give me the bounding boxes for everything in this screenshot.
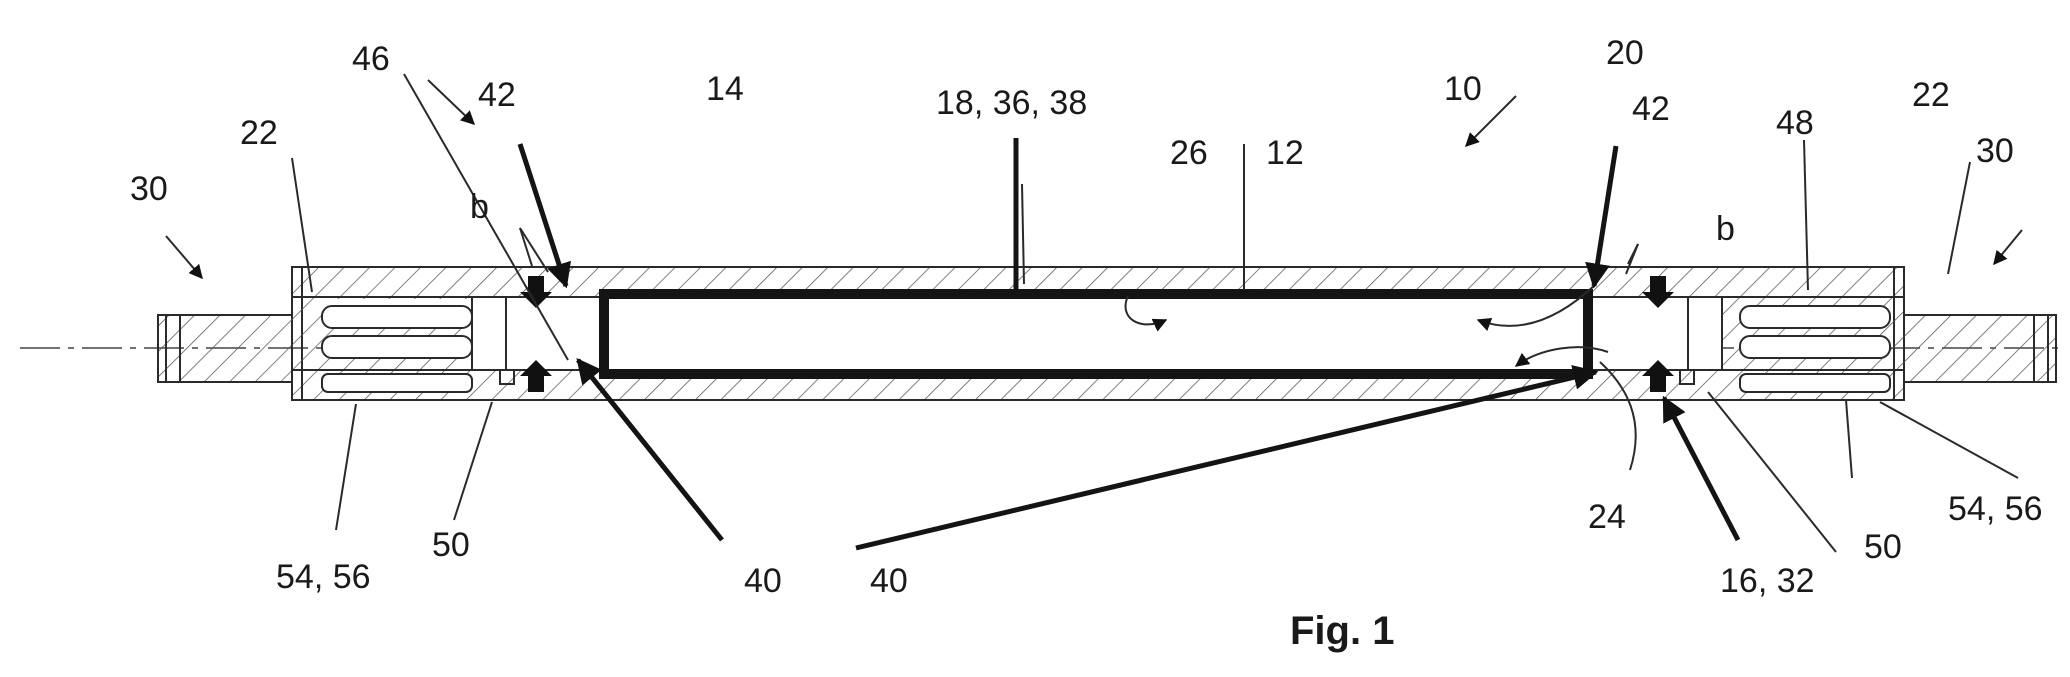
right-slot-lower	[1740, 336, 1890, 358]
label-30-left: 30	[130, 170, 168, 208]
label-54-56-right: 54, 56	[1948, 490, 2043, 528]
label-16-32: 16, 32	[1720, 562, 1815, 600]
right-slot-upper	[1740, 306, 1890, 328]
left-slot-outer-top	[322, 299, 472, 305]
left-slot-lower	[322, 336, 472, 358]
label-24: 24	[1588, 498, 1626, 536]
label-40-mid: 40	[870, 562, 908, 600]
right-slot-outer-bottom	[1740, 374, 1890, 392]
label-50-left: 50	[432, 526, 470, 564]
inner-tube-wall	[604, 294, 1588, 374]
label-22-right: 22	[1912, 76, 1950, 114]
label-54-56-left: 54, 56	[276, 558, 371, 596]
label-42-left: 42	[478, 76, 516, 114]
figure-caption: Fig. 1	[1290, 609, 1394, 653]
label-40-left: 40	[744, 562, 782, 600]
label-30-right: 30	[1976, 132, 2014, 170]
label-42-right: 42	[1632, 90, 1670, 128]
label-b-right: b	[1716, 210, 1735, 248]
label-50-right: 50	[1864, 528, 1902, 566]
label-10: 10	[1444, 70, 1482, 108]
label-46: 46	[352, 40, 390, 78]
label-22-left: 22	[240, 114, 278, 152]
label-14: 14	[706, 70, 744, 108]
left-slot-outer-bottom	[322, 374, 472, 392]
label-48: 48	[1776, 104, 1814, 142]
label-12: 12	[1266, 134, 1304, 172]
label-20: 20	[1606, 34, 1644, 72]
left-slot-upper	[322, 306, 472, 328]
label-18-36-38: 18, 36, 38	[936, 84, 1087, 122]
right-gap-chamber	[1592, 297, 1722, 370]
label-b-left: b	[470, 188, 489, 226]
label-26: 26	[1170, 134, 1208, 172]
